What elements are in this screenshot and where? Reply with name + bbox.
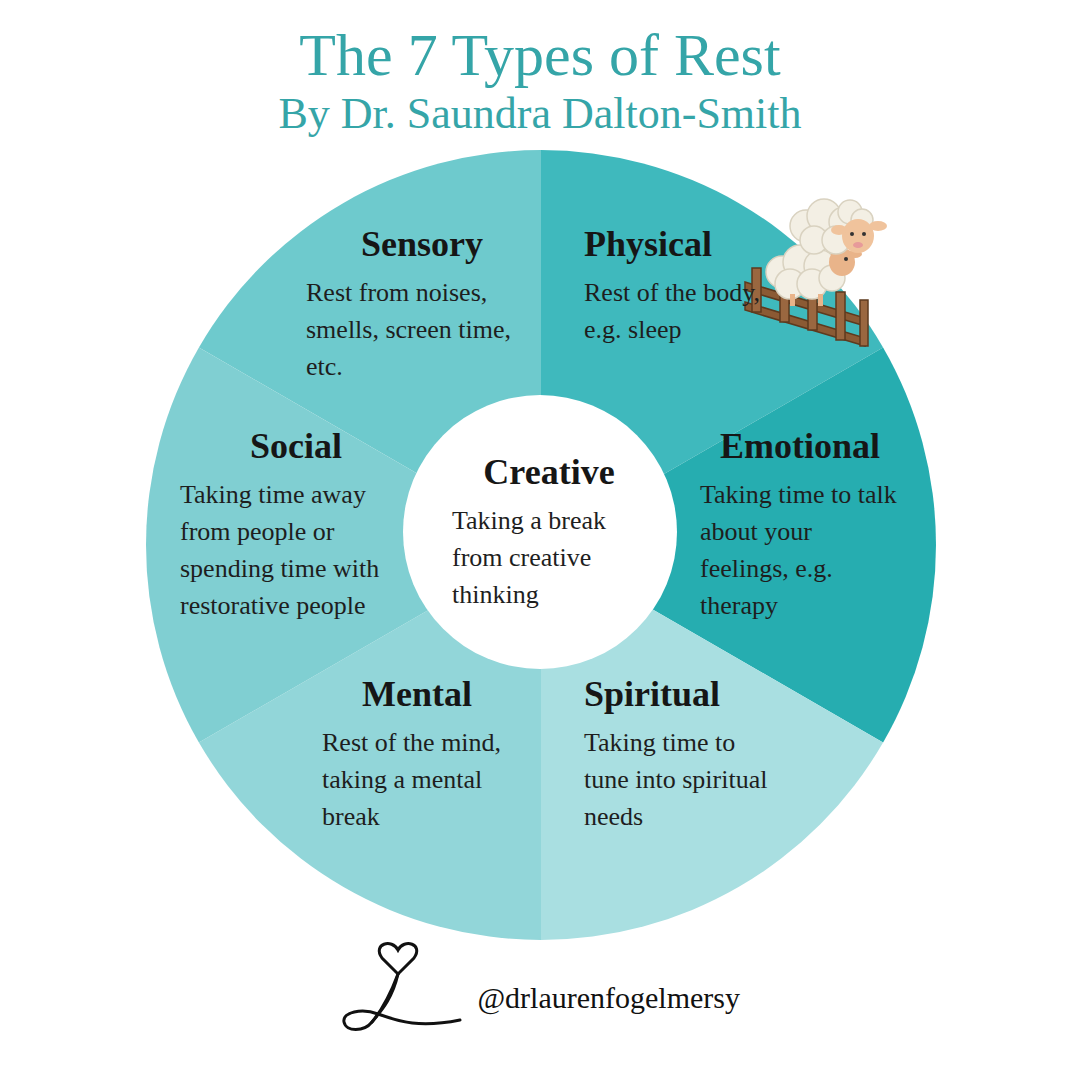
segment-heading: Spiritual xyxy=(584,672,780,716)
segment-description: Rest of the mind, taking a mental break xyxy=(322,724,512,835)
fence-illustration xyxy=(745,268,868,346)
title: The 7 Types of Rest xyxy=(0,22,1080,88)
watermark: @drlaurenfogelmersy xyxy=(340,980,740,1016)
segment-description: Taking time to talk about your feelings,… xyxy=(700,476,900,624)
segment-description: Taking time to tune into spiritual needs xyxy=(584,724,780,835)
subtitle: By Dr. Saundra Dalton-Smith xyxy=(0,88,1080,141)
segment-description: Rest of the body, e.g. sleep xyxy=(584,274,784,348)
center-segment: CreativeTaking a break from creative thi… xyxy=(452,450,646,613)
wheel-segment: EmotionalTaking time to talk about your … xyxy=(700,424,900,624)
segment-description: Taking time away from people or spending… xyxy=(180,476,412,624)
segment-heading: Sensory xyxy=(306,222,538,266)
signature-logo xyxy=(344,944,460,1030)
segment-heading: Social xyxy=(180,424,412,468)
segment-heading: Physical xyxy=(584,222,784,266)
segment-heading: Emotional xyxy=(700,424,900,468)
wheel-segment: PhysicalRest of the body, e.g. sleep xyxy=(584,222,784,348)
segment-heading: Mental xyxy=(322,672,512,716)
wheel-segment: SensoryRest from noises, smells, screen … xyxy=(306,222,538,385)
wheel-segment: SocialTaking time away from people or sp… xyxy=(180,424,412,624)
center-circle xyxy=(403,395,677,669)
sheep-illustration xyxy=(790,199,887,254)
segment-heading: Creative xyxy=(452,450,646,494)
wheel-segment: MentalRest of the mind, taking a mental … xyxy=(322,672,512,835)
wheel-segment: SpiritualTaking time to tune into spirit… xyxy=(584,672,780,835)
segment-description: Taking a break from creative thinking xyxy=(452,502,646,613)
segment-description: Rest from noises, smells, screen time, e… xyxy=(306,274,538,385)
